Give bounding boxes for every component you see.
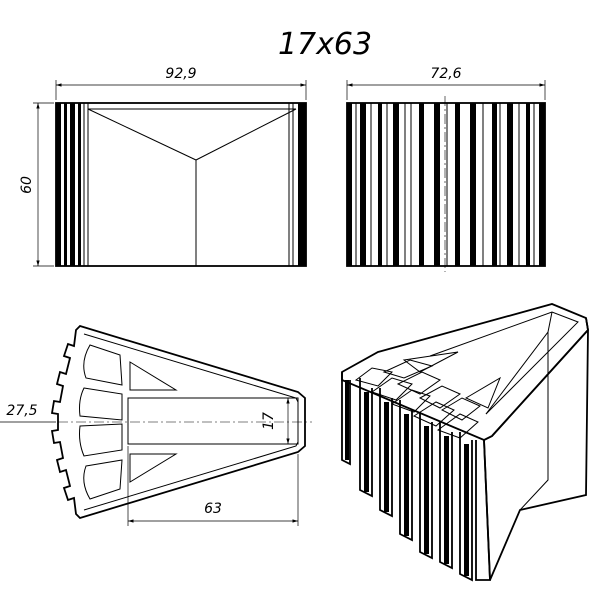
- top-view: [50, 324, 312, 520]
- front-view: [55, 102, 307, 267]
- dimension-slot-width-label: 17: [261, 412, 277, 430]
- isometric-view: [341, 303, 589, 582]
- dimension-side-width: 72,6: [346, 66, 546, 100]
- dimension-top-width-label: 27,5: [6, 403, 37, 419]
- dimension-height-label: 60: [19, 176, 35, 194]
- dimension-height: 60: [19, 102, 54, 267]
- dimension-slot-width: 17: [261, 398, 290, 444]
- dimension-slot-length-label: 63: [204, 501, 222, 517]
- drawing-title: 17x63: [278, 27, 372, 62]
- dimension-side-width-label: 72,6: [430, 66, 461, 82]
- dimension-slot-length: 63: [127, 446, 299, 526]
- dimension-front-width-label: 92,9: [165, 66, 196, 82]
- side-view: [346, 96, 546, 272]
- dimension-front-width: 92,9: [55, 66, 307, 100]
- dimension-top-width: 27,5: [0, 403, 56, 423]
